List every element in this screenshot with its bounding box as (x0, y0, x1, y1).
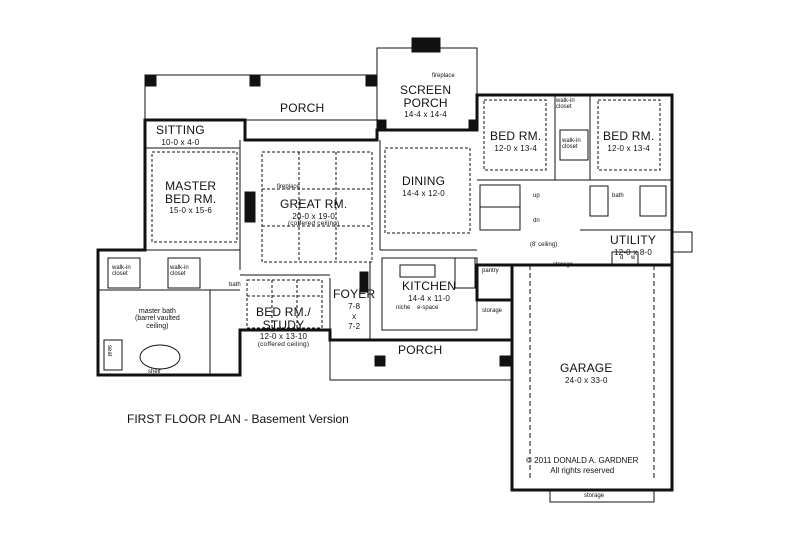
pantry-label: pantry (482, 268, 499, 274)
porch-bottom-label: PORCH (398, 344, 442, 357)
utility-name: UTILITY (610, 233, 657, 247)
dining-name: DINING (402, 174, 446, 188)
great-fireplace (244, 191, 256, 223)
stairs-dn-label: dn (533, 218, 540, 224)
foyer-dims-1: 7-8 (348, 301, 361, 311)
ceiling-8-label: (8' ceiling) (530, 242, 558, 248)
great-room-name: GREAT RM. (280, 197, 348, 211)
master-bed-name-1: MASTER (165, 179, 217, 193)
stairs-up-label: up (533, 193, 540, 199)
seat-label: seat (106, 345, 112, 357)
sitting-label: SITTING 10-0 x 4-0 (156, 124, 205, 147)
great-room-dims: 20-0 x 19-0 (292, 211, 336, 221)
screen-porch-label: SCREEN PORCH 14-4 x 14-4 (400, 84, 451, 120)
utility-label: UTILITY 12-0 x 8-0 (610, 234, 656, 257)
storage-mid-label: storage (482, 308, 503, 314)
niche-label: niche (396, 305, 411, 311)
master-bed-label: MASTER BED RM. 15-0 x 15-6 (165, 180, 216, 216)
foyer-label: FOYER 7-8 x 7-2 (333, 288, 375, 332)
master-bath-l3: ceiling) (146, 322, 169, 330)
kitchen-label: KITCHEN 14-4 x 11-0 (402, 280, 456, 303)
espace-label: e-space (417, 305, 439, 311)
master-bath-l1: master bath (138, 308, 176, 315)
garage-name: GARAGE (560, 361, 613, 375)
shelf-label: shelf (148, 369, 161, 375)
bed-right-name: BED RM. (603, 129, 655, 143)
bed-left-name: BED RM. (490, 129, 542, 143)
master-bath-l2: (barrel vaulted (135, 315, 180, 323)
kitchen-name: KITCHEN (402, 279, 457, 293)
garage-dims: 24-0 x 33-0 (564, 375, 608, 385)
kitchen-island (399, 264, 436, 278)
foyer-name: FOYER (333, 287, 376, 301)
porch-top-name: PORCH (280, 101, 325, 115)
dryer-label: d (620, 255, 624, 261)
porch-top-outline (144, 74, 378, 121)
screen-porch-name-2: PORCH (403, 95, 448, 110)
sitting-dims: 10-0 x 4-0 (161, 137, 200, 147)
dining-ceiling (384, 147, 471, 234)
plan-caption: FIRST FLOOR PLAN - Basement Version (127, 412, 349, 426)
garage-label: GARAGE 24-0 x 33-0 (560, 362, 613, 385)
storage-utility-label: storage (553, 262, 574, 268)
copyright-line-2: All rights reserved (550, 465, 615, 475)
master-bed-name-2: BED RM. (165, 191, 217, 206)
fireplace-top (411, 37, 441, 53)
study-label: BED RM./ STUDY 12-0 x 13-10 (coffered ce… (256, 306, 311, 348)
copyright-note: © 2011 DONALD A. GARDNER All rights rese… (526, 456, 638, 475)
bed-right-label: BED RM. 12-0 x 13-4 (603, 130, 654, 153)
study-ceiling (246, 279, 323, 329)
bed-left-label: BED RM. 12-0 x 13-4 (490, 130, 541, 153)
study-name-1: BED RM./ (256, 305, 311, 319)
sitting-name: SITTING (156, 123, 205, 137)
screen-porch-name-1: SCREEN (400, 83, 452, 97)
master-bath-label: master bath (barrel vaulted ceiling) (135, 308, 180, 330)
washer-label: w (631, 255, 636, 261)
study-name-2: STUDY (262, 317, 305, 332)
foyer-dims-3: 7-2 (348, 322, 361, 332)
storage-bottom-label: storage (584, 493, 605, 499)
copyright-line-1: © 2011 DONALD A. GARDNER (526, 456, 639, 465)
bed-right-dims: 12-0 x 13-4 (607, 143, 651, 153)
master-bed-dims: 15-0 x 15-6 (169, 206, 213, 216)
study-dims: 12-0 x 13-10 (259, 332, 308, 342)
master-ceiling (151, 151, 238, 243)
foyer-dims-2: x (352, 311, 357, 321)
bed-left-dims: 12-0 x 13-4 (494, 143, 538, 153)
kitchen-dims: 14-4 x 11-0 (408, 293, 451, 303)
great-room-note: (coffered ceiling) (287, 219, 340, 227)
porch-top-label: PORCH (280, 102, 324, 115)
great-room-ceiling (261, 151, 373, 263)
porch-bottom-name: PORCH (398, 343, 443, 357)
bath-left-label: bath (229, 282, 241, 288)
screen-porch-dims: 14-4 x 14-4 (404, 110, 447, 120)
dining-dims: 14-4 x 12-0 (402, 188, 445, 198)
fireplace-top-label: fireplace (432, 73, 455, 79)
great-room-label: GREAT RM. 20-0 x 19-0 (coffered ceiling) (280, 198, 347, 228)
fireplace-great-label: fireplace (277, 184, 300, 190)
dining-label: DINING 14-4 x 12-0 (402, 175, 445, 198)
utility-dims: 12-0 x 8-0 (614, 247, 653, 257)
bath-right-label: bath (612, 193, 624, 199)
study-note: (coffered ceiling) (257, 340, 310, 348)
